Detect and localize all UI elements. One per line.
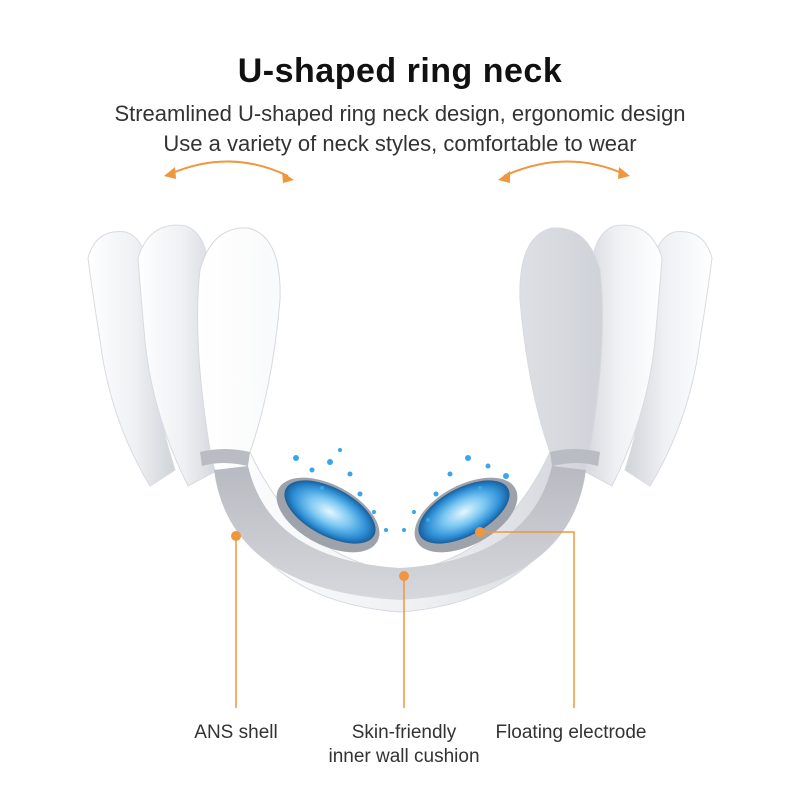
subtitle-line-1: Streamlined U-shaped ring neck design, e… xyxy=(114,101,686,126)
left-arrowhead-left xyxy=(164,167,176,179)
subtitle-line-2: Use a variety of neck styles, comfortabl… xyxy=(163,131,637,156)
callout-cushion xyxy=(399,571,409,708)
label-inner-cushion: Skin-friendly inner wall cushion xyxy=(304,721,504,769)
left-electrode-pad xyxy=(276,477,380,553)
label-cushion-line-2: inner wall cushion xyxy=(328,746,480,767)
label-ans-shell: ANS shell xyxy=(194,722,278,743)
callout-electrode xyxy=(475,527,575,708)
left-arrowhead-right xyxy=(282,172,294,183)
right-electrode-pad xyxy=(414,477,518,553)
page-title: U-shaped ring neck xyxy=(237,52,563,90)
right-arrowhead-right xyxy=(618,167,630,179)
inner-wall-cushion xyxy=(214,466,586,600)
label-floating-electrode: Floating electrode xyxy=(495,722,647,743)
pulse-particles xyxy=(293,448,509,532)
callout-shell xyxy=(231,531,241,708)
right-swing-arrow xyxy=(503,160,625,177)
u-shaped-body xyxy=(197,227,603,613)
right-arrowhead-left xyxy=(498,171,510,183)
left-swing-arrow xyxy=(169,160,289,177)
label-cushion-line-1: Skin-friendly xyxy=(351,722,457,743)
